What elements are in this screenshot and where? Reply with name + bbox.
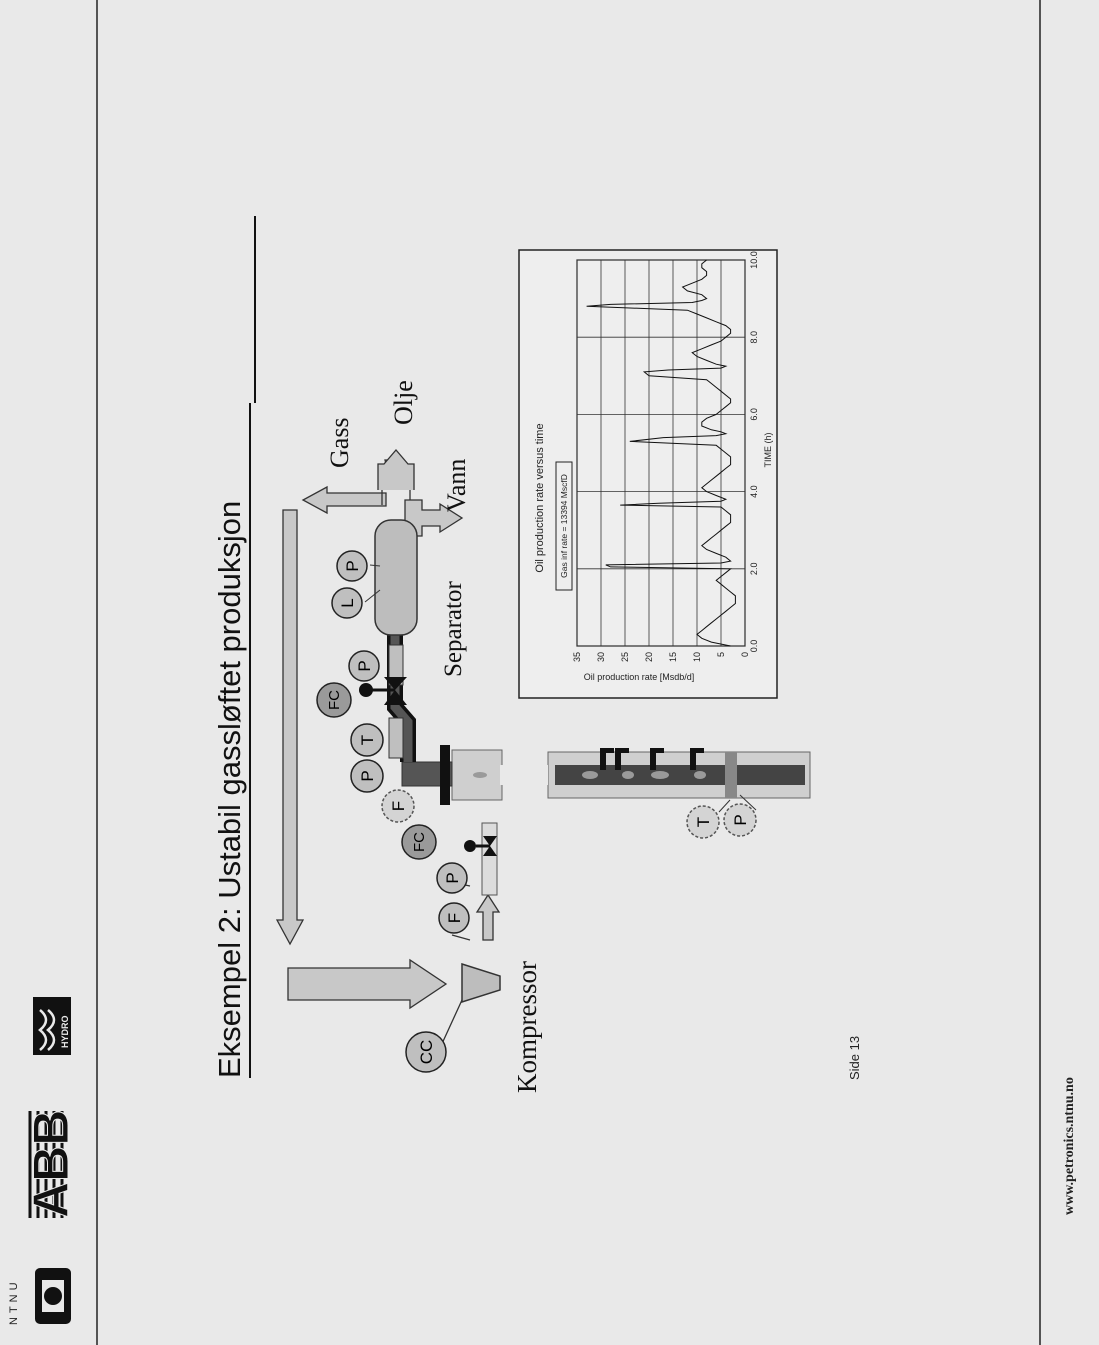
svg-text:P: P — [343, 560, 362, 571]
svg-text:P: P — [731, 814, 750, 825]
slide-title-group: Eksempel 2: Ustabil gassløftet produksjo… — [212, 216, 256, 1078]
label-oil: Olje — [389, 380, 418, 425]
chart-y-tick-label: 20 — [644, 652, 654, 662]
chart-legend-box: Gas inf rate = 13394 MscfD — [555, 461, 573, 591]
svg-text:T: T — [358, 735, 377, 745]
chart-frame — [518, 249, 778, 699]
instrument-cc: CC — [405, 1031, 447, 1073]
flowline — [359, 630, 416, 762]
chart-x-label: TIME (h) — [763, 432, 773, 467]
slide-title: Eksempel 2: Ustabil gassløftet produksjo… — [212, 501, 247, 1078]
svg-text:T: T — [694, 817, 713, 827]
svg-text:P: P — [355, 660, 374, 671]
chart-y-tick-label: 5 — [716, 652, 726, 657]
instrument-fc2: FC — [316, 682, 352, 718]
chart-plot-area: 0.0 2.0 4.0 6.0 8.0 10.0 0 5 10 15 20 25 30 35 — [572, 251, 759, 662]
water-outlet-arrow — [404, 499, 464, 537]
ntnu-logo: NTNU — [8, 1268, 71, 1325]
instrument-p4: P — [336, 550, 368, 582]
instrument-p1: P — [436, 862, 468, 894]
chart-y-label: Oil production rate [Msdb/d] — [584, 672, 695, 682]
instrument-fc1: FC — [401, 824, 437, 860]
chart-x-tick-label: 8.0 — [749, 331, 759, 344]
oil-production-chart: Oil production rate versus time Gas inf … — [518, 249, 778, 699]
svg-text:CC: CC — [417, 1040, 436, 1065]
chart-y-tick-label: 0 — [740, 652, 750, 657]
compressor — [439, 881, 501, 1049]
label-gas: Gass — [325, 417, 354, 468]
chart-x-tick-label: 4.0 — [749, 485, 759, 498]
chart-y-tick-label: 30 — [596, 652, 606, 662]
label-separator: Separator — [440, 581, 467, 677]
abb-logo: ABB — [23, 1109, 80, 1218]
svg-text:F: F — [445, 913, 464, 923]
chart-series-line — [586, 259, 736, 647]
header-logos: NTNU ABB HYDRO — [8, 997, 80, 1325]
svg-text:L: L — [338, 598, 357, 607]
chart-y-tick-label: 35 — [572, 652, 582, 662]
process-diagram: CC F P FC F P T FC — [275, 380, 811, 1093]
oil-outlet-arrow — [377, 449, 415, 490]
chart-y-tick-label: 25 — [620, 652, 630, 662]
chart-y-tick-label: 10 — [692, 652, 702, 662]
chart-y-tick-label: 15 — [668, 652, 678, 662]
hydro-logo: HYDRO — [33, 997, 71, 1055]
gas-outlet-arrow — [301, 485, 387, 515]
instrument-p2: P — [350, 759, 384, 793]
chart-x-tick-label: 0.0 — [749, 640, 759, 653]
instrument-p3: P — [348, 650, 380, 682]
footer-url-text: www.petronics.ntnu.no — [1062, 1077, 1077, 1215]
instrument-t-bottom: T — [686, 805, 720, 839]
svg-text:FC: FC — [411, 832, 428, 852]
hydro-logo-text: HYDRO — [60, 1015, 70, 1048]
compressor-outlet-arrow — [475, 893, 501, 941]
chart-title: Oil production rate versus time — [534, 423, 546, 572]
well — [401, 745, 811, 805]
instrument-l: L — [331, 587, 363, 619]
abb-logo-text: ABB — [23, 1110, 79, 1218]
svg-text:F: F — [389, 801, 408, 811]
svg-text:P: P — [358, 770, 377, 781]
label-compressor: Kompressor — [512, 961, 542, 1093]
svg-text:P: P — [443, 872, 462, 883]
separator — [364, 519, 418, 636]
gas-lift-line — [464, 822, 498, 896]
instrument-f2: F — [381, 789, 415, 823]
svg-text:FC: FC — [326, 690, 343, 710]
label-water: Vann — [442, 459, 471, 512]
svg-text:Gas inf rate = 13394 MscfD: Gas inf rate = 13394 MscfD — [559, 474, 569, 578]
instrument-t1: T — [350, 723, 384, 757]
ntnu-label: NTNU — [8, 1278, 20, 1325]
gas-return-arrow — [275, 509, 305, 946]
chart-x-tick-label: 10.0 — [749, 251, 759, 269]
page-label: Side 13 — [847, 1036, 862, 1080]
chart-x-tick-label: 6.0 — [749, 408, 759, 421]
gas-inlet-arrow — [287, 958, 448, 1010]
instrument-p-bottom: P — [723, 803, 757, 837]
footer-url: www.petronics.ntnu.no — [1062, 1077, 1099, 1216]
chart-x-tick-label: 2.0 — [749, 563, 759, 576]
instrument-f1: F — [438, 902, 470, 934]
